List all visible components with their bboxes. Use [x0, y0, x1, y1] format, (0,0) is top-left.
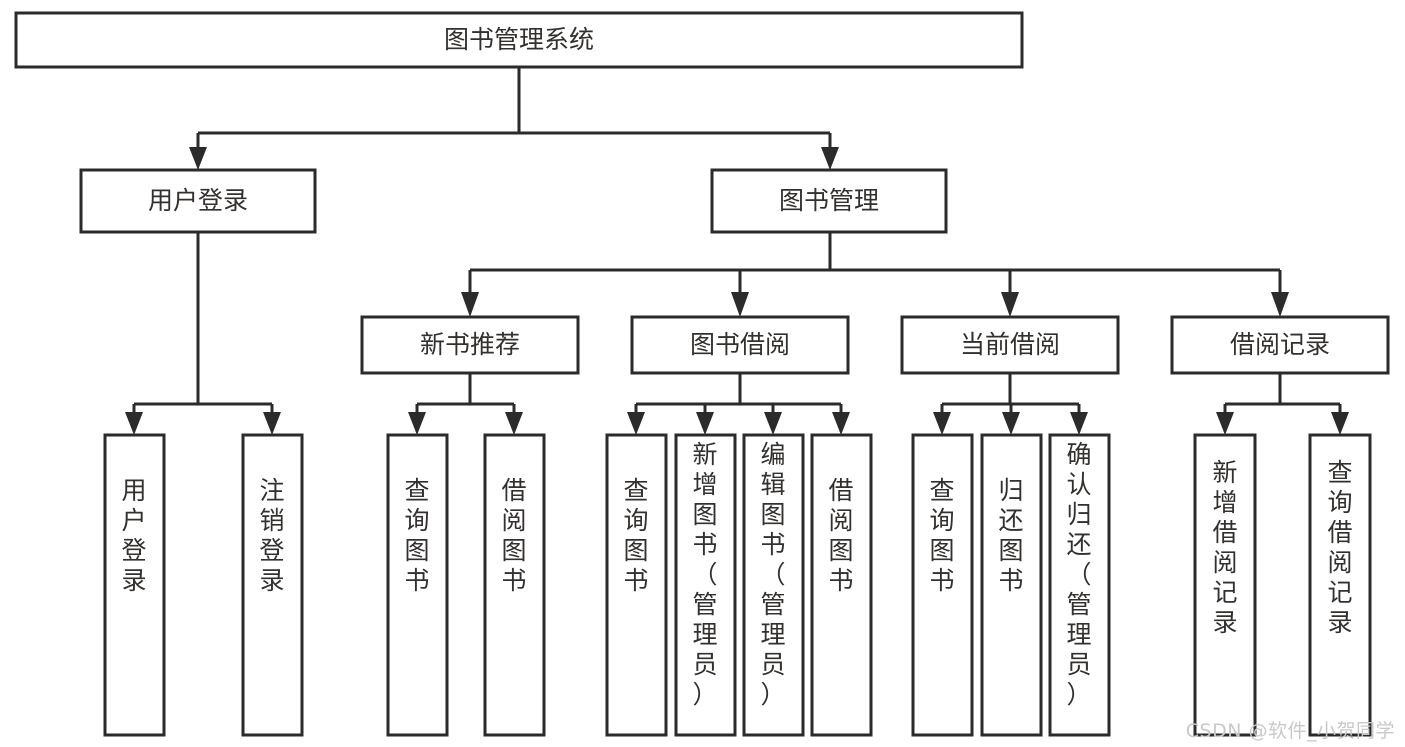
node-book-management-label: 图书管理: [779, 186, 879, 215]
leaf-query-borrow-record-label: 查询借阅记录: [1327, 458, 1352, 637]
node-book-management-box[interactable]: [710, 168, 948, 234]
leaf-query-book-rec-box[interactable]: [386, 433, 449, 737]
leaf-add-borrow-record-box[interactable]: [1193, 433, 1257, 737]
leaf-confirm-return-admin-label: 确认归还（管理员）: [1066, 440, 1091, 709]
leaf-query-book-borrow-box[interactable]: [605, 433, 668, 737]
leaf-add-borrow-record-label: 新增借阅记录: [1212, 458, 1237, 637]
leaf-borrow-book-borrow-box[interactable]: [810, 433, 873, 737]
leaf-query-borrow-record[interactable]: 查询借阅记录: [1308, 433, 1372, 737]
node-user-login[interactable]: 用户登录: [79, 168, 317, 234]
leaf-return-book[interactable]: 归还图书: [980, 433, 1043, 737]
connector-layer: [125, 67, 1349, 435]
leaf-query-book-borrow[interactable]: 查询图书: [605, 433, 668, 737]
node-book-borrow[interactable]: 图书借阅: [630, 315, 850, 375]
leaf-query-book-rec[interactable]: 查询图书: [386, 433, 449, 737]
arrow-head-leaf-user-login: [125, 412, 143, 435]
leaf-borrow-book-rec[interactable]: 借阅图书: [483, 433, 546, 737]
node-borrow-record-box[interactable]: [1170, 315, 1390, 375]
arrow-head-user-login: [189, 147, 207, 170]
leaf-user-login-label: 用户登录: [121, 476, 146, 595]
arrow-head-leaf-borrow-book-2: [832, 412, 850, 435]
arrow-head-leaf-logout: [263, 412, 281, 435]
node-current-borrow[interactable]: 当前借阅: [900, 315, 1120, 375]
leaf-add-book-admin-label: 新增图书（管理员）: [692, 440, 717, 709]
leaf-user-login-box[interactable]: [103, 433, 166, 737]
arrow-head-leaf-query-book-3: [933, 412, 951, 435]
leaf-return-book-label: 归还图书: [998, 476, 1023, 595]
leaf-add-book-admin-box[interactable]: [674, 433, 737, 737]
leaf-edit-book-admin-box[interactable]: [742, 433, 805, 737]
leaf-confirm-return-admin-box[interactable]: [1048, 433, 1111, 737]
node-current-borrow-box[interactable]: [900, 315, 1120, 375]
node-user-login-box[interactable]: [79, 168, 317, 234]
arrow-head-book-mgmt: [821, 147, 839, 170]
node-book-borrow-box[interactable]: [630, 315, 850, 375]
arrow-head-leaf-query-book-1: [408, 412, 426, 435]
node-book-management[interactable]: 图书管理: [710, 168, 948, 234]
arrow-head-book-borrow: [731, 292, 749, 317]
leaf-query-book-borrow-label: 查询图书: [623, 476, 648, 595]
node-new-book-recommend-label: 新书推荐: [420, 330, 520, 359]
leaf-borrow-book-rec-box[interactable]: [483, 433, 546, 737]
arrow-head-new-book-rec: [461, 292, 479, 317]
leaf-borrow-book-rec-label: 借阅图书: [501, 476, 526, 595]
node-current-borrow-label: 当前借阅: [960, 330, 1060, 359]
leaf-add-book-admin[interactable]: 新增图书（管理员）: [674, 433, 737, 737]
arrow-head-leaf-add-book: [696, 412, 714, 435]
leaf-nodes-layer: 用户登录 注销登录 查询图书 借阅图书 查询图书 新增图书（管理员）: [103, 433, 1372, 737]
arrow-head-current-borrow: [1001, 292, 1019, 317]
arrow-head-leaf-query-book-2: [627, 412, 645, 435]
arrow-head-leaf-query-record: [1331, 412, 1349, 435]
leaf-user-login[interactable]: 用户登录: [103, 433, 166, 737]
arrow-head-leaf-borrow-book-1: [505, 412, 523, 435]
leaf-borrow-book-borrow[interactable]: 借阅图书: [810, 433, 873, 737]
leaf-edit-book-admin[interactable]: 编辑图书（管理员）: [742, 433, 805, 737]
node-user-login-label: 用户登录: [148, 186, 248, 215]
arrow-head-borrow-record: [1271, 292, 1289, 317]
leaf-confirm-return-admin[interactable]: 确认归还（管理员）: [1048, 433, 1111, 737]
leaf-return-book-box[interactable]: [980, 433, 1043, 737]
leaf-query-borrow-record-box[interactable]: [1308, 433, 1372, 737]
leaf-add-borrow-record[interactable]: 新增借阅记录: [1193, 433, 1257, 737]
arrow-head-leaf-edit-book: [764, 412, 782, 435]
leaf-query-book-current-label: 查询图书: [929, 476, 954, 595]
node-root-system-label: 图书管理系统: [444, 25, 594, 54]
leaf-query-book-rec-label: 查询图书: [404, 476, 429, 595]
arrow-head-leaf-return-book: [1002, 412, 1020, 435]
node-book-borrow-label: 图书借阅: [690, 330, 790, 359]
node-root-system[interactable]: 图书管理系统: [14, 11, 1024, 69]
node-borrow-record-label: 借阅记录: [1230, 330, 1330, 359]
node-new-book-recommend[interactable]: 新书推荐: [360, 315, 580, 375]
leaf-edit-book-admin-label: 编辑图书（管理员）: [760, 440, 785, 709]
arrow-head-leaf-confirm-return: [1070, 412, 1088, 435]
leaf-query-book-current[interactable]: 查询图书: [911, 433, 974, 737]
leaf-logout-label: 注销登录: [259, 476, 284, 595]
leaf-query-book-current-box[interactable]: [911, 433, 974, 737]
arrow-head-leaf-add-record: [1216, 412, 1234, 435]
leaf-borrow-book-borrow-label: 借阅图书: [828, 476, 853, 595]
node-borrow-record[interactable]: 借阅记录: [1170, 315, 1390, 375]
leaf-logout[interactable]: 注销登录: [241, 433, 304, 737]
node-root-system-box[interactable]: [14, 11, 1024, 69]
node-new-book-recommend-box[interactable]: [360, 315, 580, 375]
leaf-logout-box[interactable]: [241, 433, 304, 737]
